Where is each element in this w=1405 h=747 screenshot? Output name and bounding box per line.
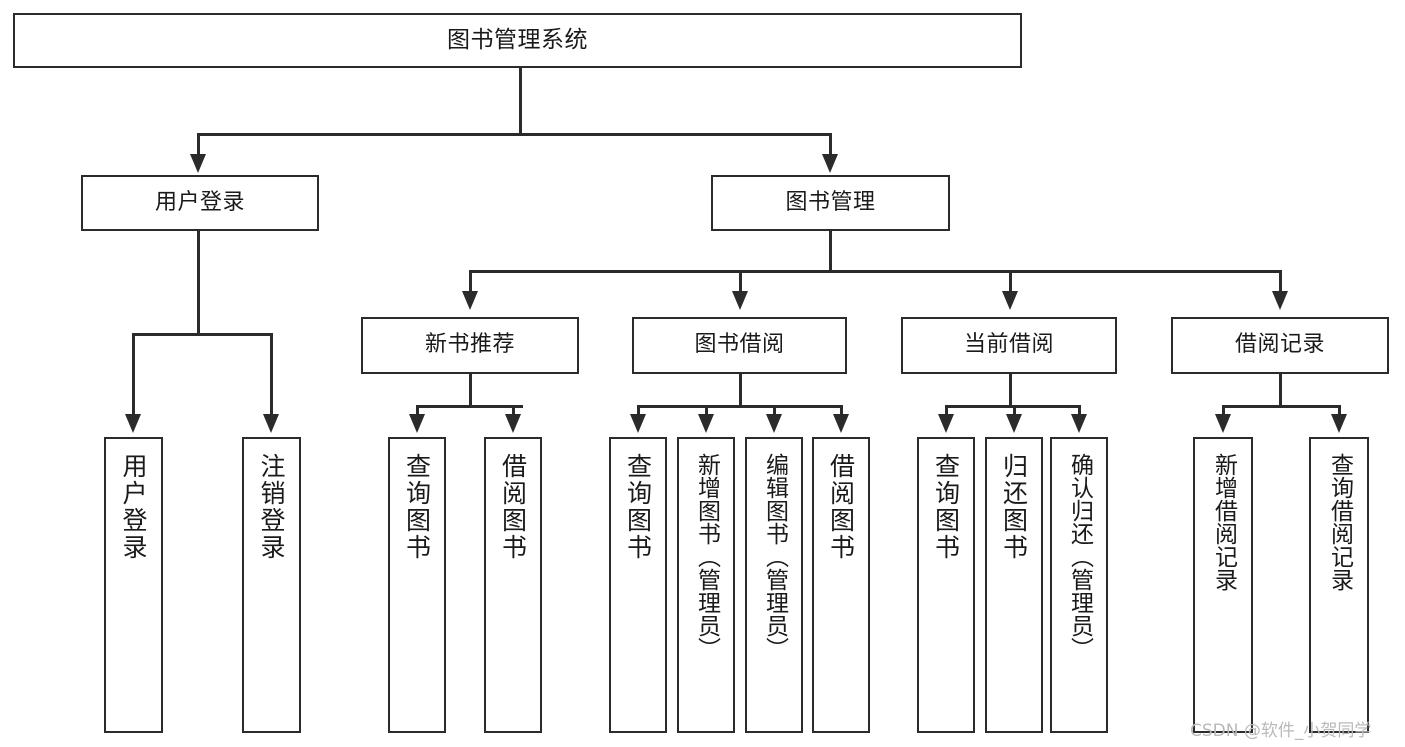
connector-bb-drop-2	[705, 405, 708, 417]
node-leaf-user-logout[interactable]: 注销登录	[242, 437, 301, 733]
arrowhead-leaf-query-book-3	[938, 414, 954, 433]
connector-new-book-recommend-stem	[469, 374, 472, 407]
arrowhead-leaf-user-login	[125, 414, 141, 433]
connector-level3-bar	[469, 270, 1281, 273]
connector-user-login-drop-1	[132, 333, 135, 418]
arrowhead-current-borrow	[1002, 291, 1018, 310]
connector-current-borrow-bar	[945, 405, 1079, 408]
node-label: 借阅图书	[826, 453, 856, 561]
connector-current-borrow-stem	[1009, 374, 1012, 407]
arrowhead-leaf-add-book	[698, 414, 714, 433]
connector-user-login-stem	[197, 231, 200, 335]
node-label: 借阅记录	[1234, 332, 1325, 358]
node-current-borrow[interactable]: 当前借阅	[901, 317, 1117, 374]
node-book-borrow[interactable]: 图书借阅	[632, 317, 847, 374]
node-label: 新增图书（管理员）	[693, 453, 720, 660]
node-label: 新增借阅记录	[1210, 453, 1237, 591]
connector-user-login-drop-2	[270, 333, 273, 418]
connector-new-book-recommend-bar	[416, 405, 523, 408]
node-label: 用户登录	[154, 189, 245, 215]
connector-user-login-bar	[132, 333, 272, 336]
arrowhead-leaf-return-book	[1006, 414, 1022, 433]
arrowhead-leaf-user-logout	[263, 414, 279, 433]
node-label: 注销登录	[257, 453, 286, 561]
connector-to-current-borrow	[1009, 270, 1012, 295]
connector-book-management-stem	[829, 231, 832, 272]
arrowhead-leaf-add-record	[1215, 414, 1231, 433]
connector-to-borrow-record	[1279, 270, 1282, 295]
arrowhead-book-management	[822, 154, 838, 173]
node-label: 归还图书	[999, 453, 1029, 561]
arrowhead-leaf-query-record	[1331, 414, 1347, 433]
node-leaf-query-book-borrow[interactable]: 查询图书	[609, 437, 667, 733]
node-label: 借阅图书	[498, 453, 528, 561]
arrowhead-user-login	[190, 154, 206, 173]
connector-bb-drop-1	[637, 405, 640, 417]
arrowhead-leaf-borrow-book-1	[505, 414, 521, 433]
node-user-login[interactable]: 用户登录	[81, 175, 319, 231]
csdn-watermark: CSDN @软件_小贺同学	[1190, 721, 1372, 741]
connector-br-drop-2	[1338, 405, 1341, 417]
node-book-management[interactable]: 图书管理	[711, 175, 950, 231]
connector-to-book-borrow	[739, 270, 742, 295]
arrowhead-new-book-recommend	[462, 291, 478, 310]
connector-to-new-book-recommend	[469, 270, 472, 295]
node-label: 查询图书	[931, 453, 961, 561]
node-label: 图书管理系统	[447, 26, 588, 53]
arrowhead-borrow-record	[1272, 291, 1288, 310]
node-leaf-borrow-book-recommend[interactable]: 借阅图书	[484, 437, 542, 733]
arrowhead-leaf-borrow-book-2	[833, 414, 849, 433]
node-leaf-edit-book-admin[interactable]: 编辑图书（管理员）	[745, 437, 803, 733]
node-label: 新书推荐	[424, 332, 515, 358]
node-label: 查询图书	[402, 453, 432, 561]
node-leaf-add-book-admin[interactable]: 新增图书（管理员）	[677, 437, 735, 733]
node-label: 确认归还（管理员）	[1066, 453, 1093, 660]
connector-borrow-record-bar	[1222, 405, 1340, 408]
arrowhead-leaf-query-book-1	[409, 414, 425, 433]
node-root-book-management-system[interactable]: 图书管理系统	[13, 13, 1022, 68]
node-leaf-borrow-book-borrow[interactable]: 借阅图书	[812, 437, 870, 733]
arrowhead-leaf-query-book-2	[630, 414, 646, 433]
connector-book-borrow-stem	[739, 374, 742, 407]
connector-nbr-drop-1	[416, 405, 419, 417]
connector-cb-drop-2	[1013, 405, 1016, 417]
connector-to-book-management	[829, 133, 832, 158]
connector-br-drop-1	[1222, 405, 1225, 417]
arrowhead-leaf-edit-book	[766, 414, 782, 433]
connector-bb-drop-3	[773, 405, 776, 417]
connector-borrow-record-stem	[1279, 374, 1282, 407]
connector-nbr-drop-2	[512, 405, 515, 417]
connector-level1-bar	[198, 133, 832, 136]
connector-cb-drop-3	[1078, 405, 1081, 417]
node-leaf-confirm-return-admin[interactable]: 确认归还（管理员）	[1050, 437, 1108, 733]
arrowhead-book-borrow	[732, 291, 748, 310]
node-leaf-query-book-current[interactable]: 查询图书	[917, 437, 975, 733]
node-leaf-add-borrow-record[interactable]: 新增借阅记录	[1193, 437, 1253, 733]
node-label: 图书借阅	[694, 332, 785, 358]
node-leaf-return-book[interactable]: 归还图书	[985, 437, 1043, 733]
node-leaf-query-book-recommend[interactable]: 查询图书	[388, 437, 446, 733]
node-leaf-query-borrow-record[interactable]: 查询借阅记录	[1309, 437, 1369, 733]
node-label: 当前借阅	[963, 332, 1054, 358]
connector-to-user-login	[197, 133, 200, 158]
connector-cb-drop-1	[945, 405, 948, 417]
node-label: 图书管理	[785, 189, 876, 215]
connector-bb-drop-4	[840, 405, 843, 417]
node-new-book-recommend[interactable]: 新书推荐	[361, 317, 579, 374]
connector-book-borrow-bar	[637, 405, 842, 408]
connector-root-stem	[519, 68, 522, 135]
node-label: 查询借阅记录	[1326, 453, 1353, 591]
node-label: 查询图书	[623, 453, 653, 561]
node-leaf-user-login[interactable]: 用户登录	[104, 437, 163, 733]
arrowhead-leaf-confirm-return	[1071, 414, 1087, 433]
node-borrow-record[interactable]: 借阅记录	[1171, 317, 1389, 374]
node-label: 用户登录	[119, 453, 148, 561]
node-label: 编辑图书（管理员）	[761, 453, 788, 660]
